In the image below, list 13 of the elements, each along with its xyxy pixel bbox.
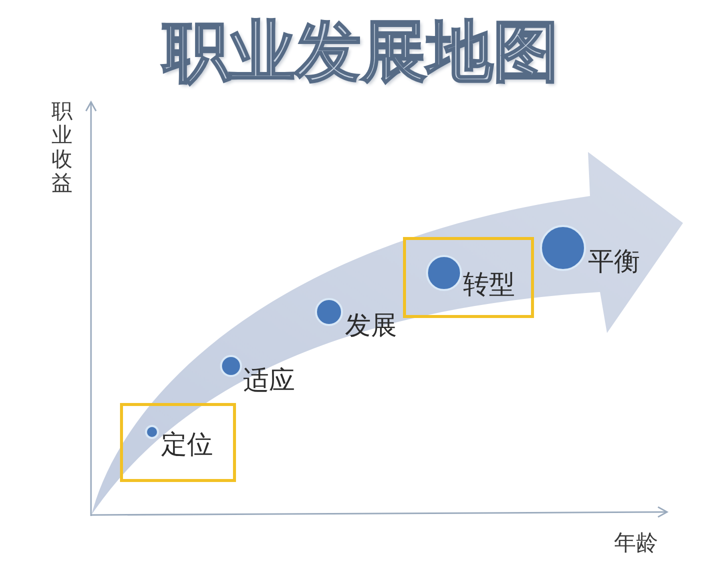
stage-label: 发展 [345, 313, 397, 339]
x-axis-label: 年龄 [614, 531, 658, 556]
highlight-box [403, 237, 534, 318]
stage-label: 适应 [243, 368, 295, 394]
stage-label: 平衡 [588, 249, 640, 275]
dot-icon [145, 425, 159, 439]
title: 职业发展地图 [163, 12, 559, 92]
y-axis-label: 职业收益 [51, 99, 73, 196]
dot-icon [426, 255, 462, 291]
stage-label: 定位 [161, 432, 213, 458]
highlight-box [120, 403, 236, 482]
stage-label: 转型 [463, 272, 515, 298]
dot-icon [540, 225, 586, 271]
